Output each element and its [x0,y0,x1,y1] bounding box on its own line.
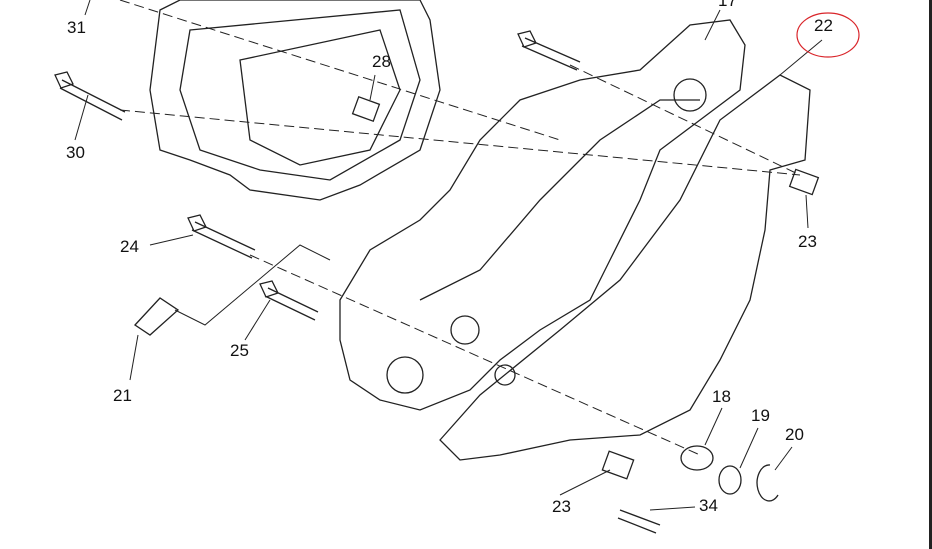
gasket [439,74,811,461]
part-label-30[interactable]: 30 [66,143,85,162]
leader-hose [174,244,331,326]
crankcase-cover [339,19,746,411]
part-label-20[interactable]: 20 [785,425,804,444]
right-border [929,0,932,549]
part-label-25[interactable]: 25 [230,341,249,360]
part-label-18[interactable]: 18 [712,387,731,406]
part-label-28[interactable]: 28 [372,52,391,71]
part-label-24[interactable]: 24 [120,237,139,256]
leader-lines [74,0,823,511]
bolts [54,30,661,534]
part-label-17[interactable]: 17 [718,0,737,10]
small-parts [351,95,820,502]
highlight-circle [796,12,860,58]
part-label-23[interactable]: 23 [798,232,817,251]
part-label-31[interactable]: 31 [67,18,86,37]
alignment-lines [119,0,801,456]
part-label-19[interactable]: 19 [751,406,770,425]
clutch-cover-outer [149,0,441,201]
part-label-21[interactable]: 21 [113,386,132,405]
part-label-34[interactable]: 34 [699,496,718,515]
part-label-23-lower[interactable]: 23 [552,497,571,516]
part-label-22[interactable]: 22 [814,16,833,35]
